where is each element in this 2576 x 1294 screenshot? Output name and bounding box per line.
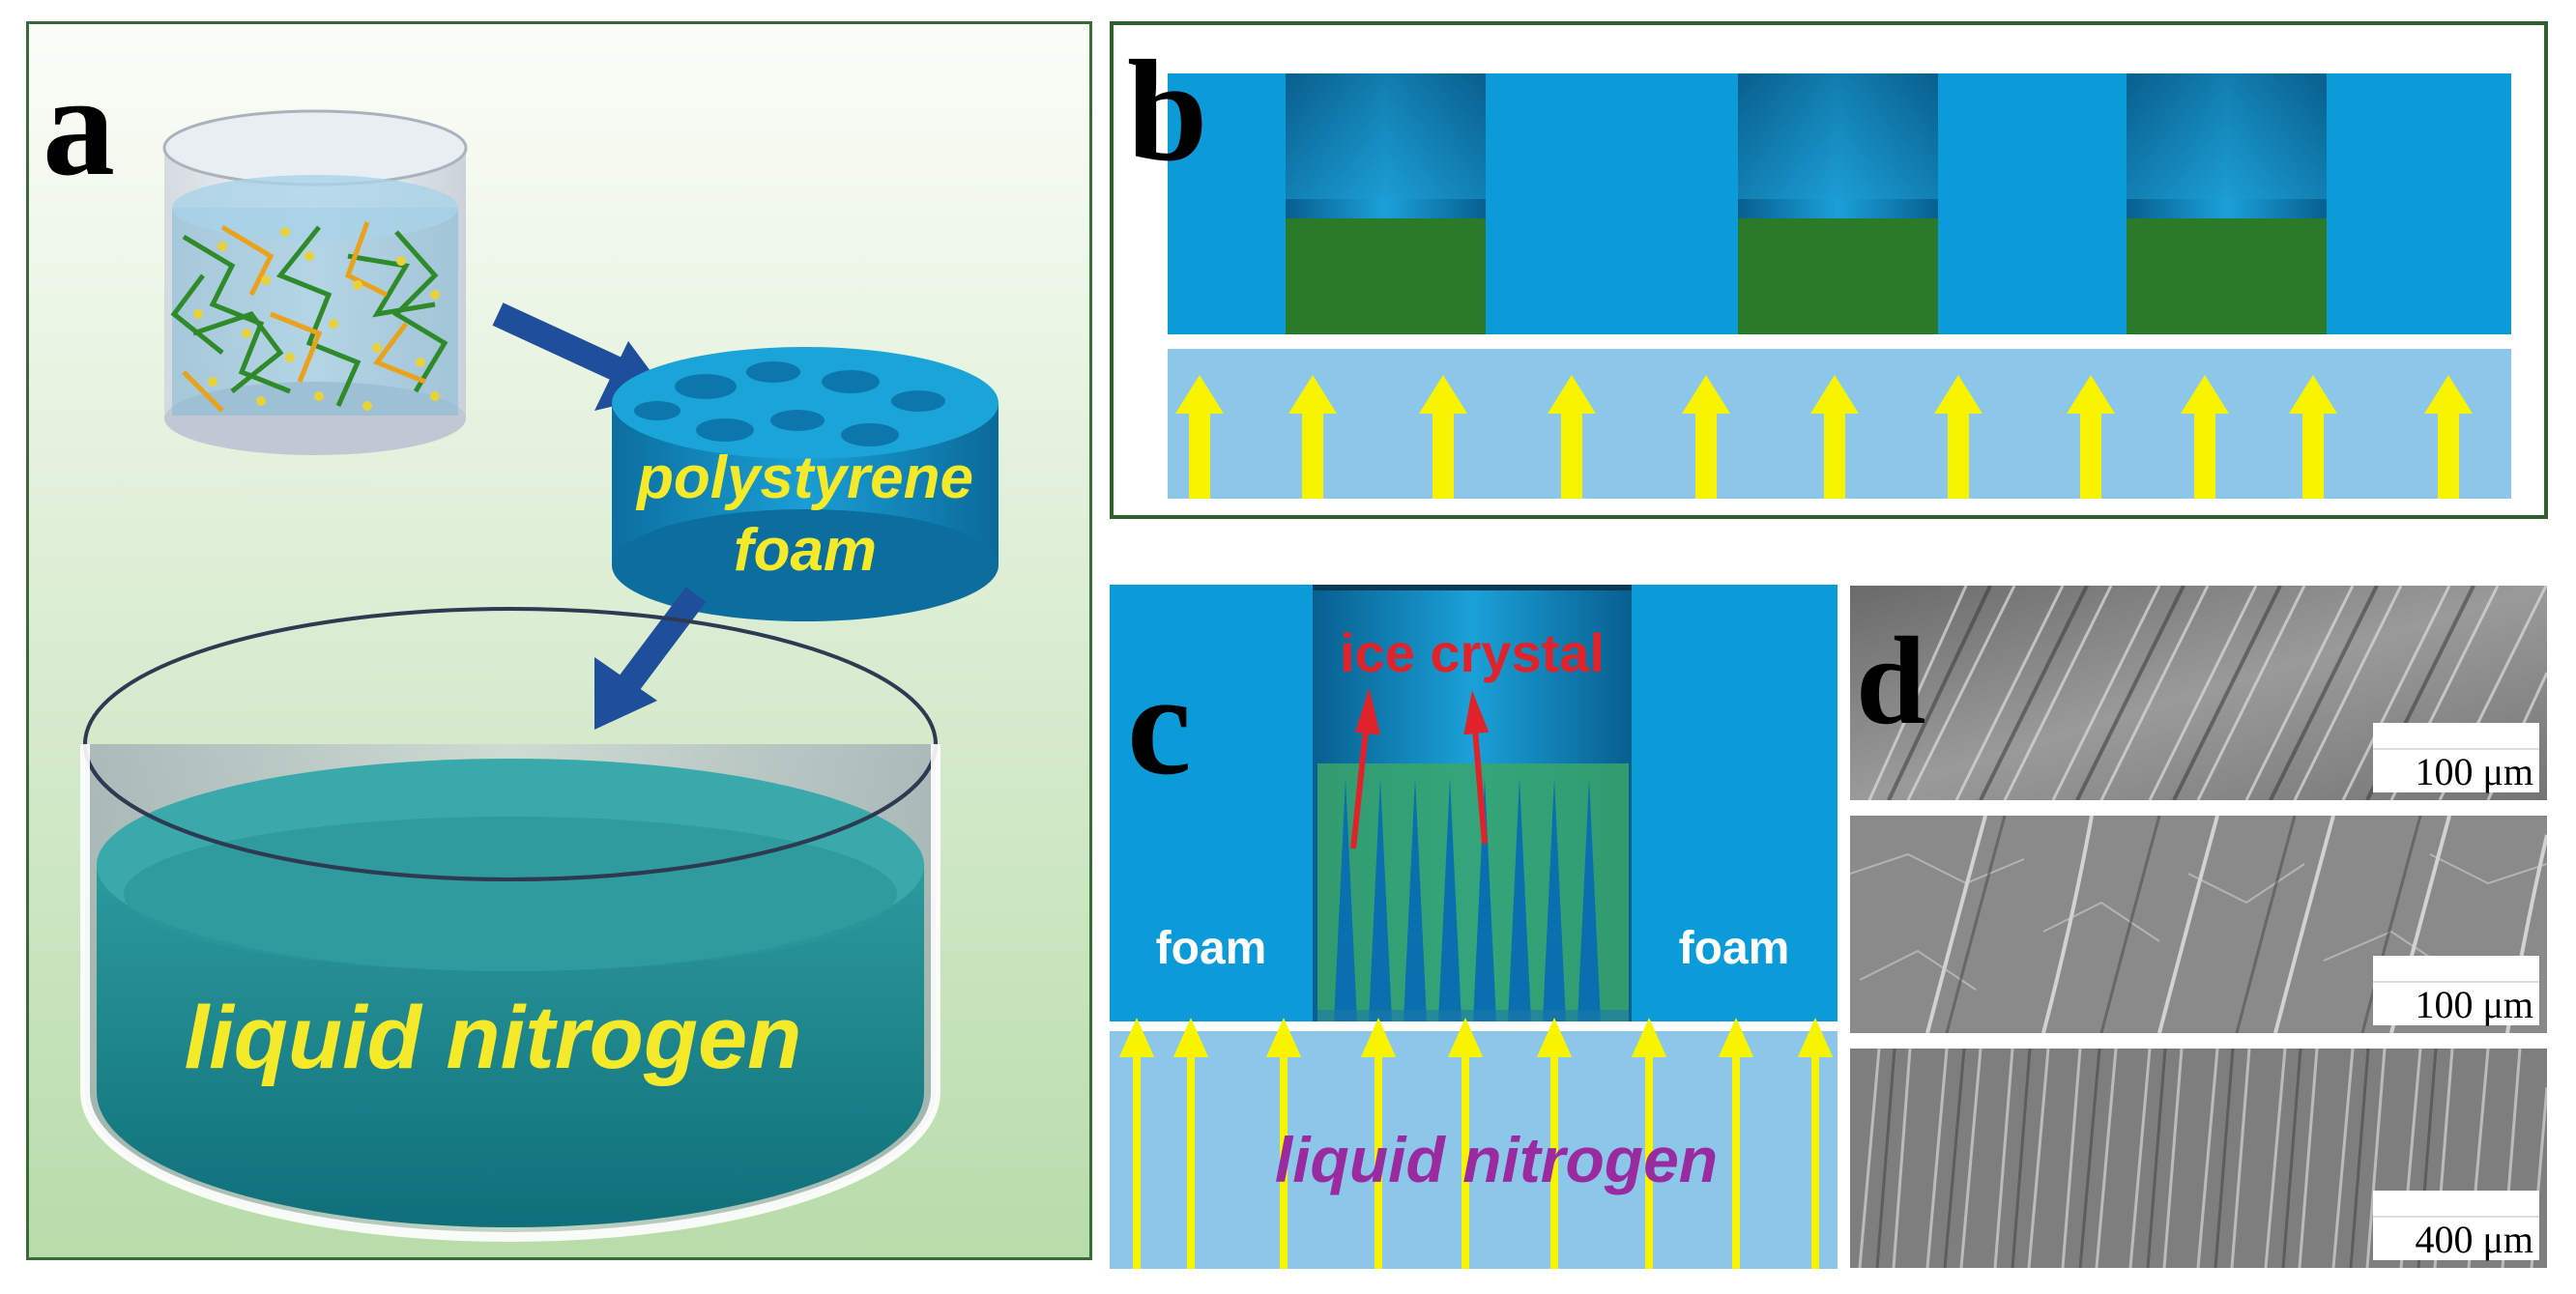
panel-b: b <box>1110 21 2548 519</box>
foam-disc-label: polystyrene <box>635 445 973 511</box>
sem-image-2: 100 μm <box>1850 816 2547 1033</box>
foam-block-left <box>1110 585 1313 1021</box>
panel-c: ice crystal foam foam liquid nitrogen c <box>1110 585 1838 1269</box>
up-arrow-icon <box>1797 1018 1834 1269</box>
red-pointer-arrows <box>1350 687 1490 849</box>
panel-a-illustration: polystyrene foam liquid nitrogen <box>29 24 1089 1257</box>
scale-bar-3: 400 μm <box>2373 1191 2539 1260</box>
scale-bar-3-label: 400 μm <box>2415 1218 2533 1261</box>
frozen-sample <box>1317 763 1629 1021</box>
up-arrow-icon <box>2424 375 2473 499</box>
up-arrow-icon <box>1536 1018 1573 1269</box>
up-arrow-icon <box>1288 375 1337 499</box>
up-arrow-icon <box>1548 375 1596 499</box>
up-arrow-icon <box>1118 1018 1155 1269</box>
foam-left-label: foam <box>1156 923 1267 974</box>
ice-crystal-label: ice crystal <box>1340 622 1605 683</box>
panel-a: polystyrene foam liquid nitrogen a <box>26 21 1092 1260</box>
up-arrow-icon <box>1265 1018 1302 1269</box>
foam-right-label: foam <box>1679 923 1790 974</box>
scale-bar-2: 100 μm <box>2373 956 2539 1025</box>
up-arrow-icon <box>1718 1018 1754 1269</box>
up-arrow-icon <box>1447 1018 1484 1269</box>
up-arrow-icon <box>2181 375 2229 499</box>
sem-image-1: 100 μm <box>1850 586 2547 800</box>
arrow-down-left-icon <box>594 587 707 730</box>
well-1 <box>1286 73 1486 334</box>
nitrogen-bath-icon: liquid nitrogen <box>80 607 941 1242</box>
up-arrow-icon <box>1934 375 1983 499</box>
up-arrow-icon <box>1682 375 1730 499</box>
up-arrow-icon <box>1419 375 1467 499</box>
panel-c-letter: c <box>1127 645 1192 805</box>
yellow-arrows-b <box>1175 375 2473 499</box>
up-arrow-icon <box>1175 375 1224 499</box>
scale-bar-2-label: 100 μm <box>2415 983 2533 1026</box>
scale-bar-1: 100 μm <box>2373 723 2539 792</box>
well-2 <box>1738 73 1938 334</box>
panel-b-illustration <box>1168 73 2511 499</box>
bath-label-c: liquid nitrogen <box>1275 1124 1718 1195</box>
ice-crystals <box>1334 778 1601 1021</box>
up-arrow-icon <box>1810 375 1859 499</box>
well-3 <box>2127 73 2327 334</box>
panel-a-letter: a <box>43 45 115 206</box>
foam-disc-icon: polystyrene foam <box>612 347 999 621</box>
up-arrow-icon <box>2289 375 2337 499</box>
yellow-arrows-c <box>1118 1018 1834 1269</box>
up-arrow-icon <box>1172 1018 1209 1269</box>
scale-bar-1-label: 100 μm <box>2415 750 2533 793</box>
panel-d: 100 μm 100 μm <box>1850 586 2547 1268</box>
up-arrow-icon <box>1631 1018 1667 1269</box>
panel-b-letter: b <box>1127 31 1208 191</box>
foam-disc-label-2: foam <box>734 517 877 584</box>
up-arrow-icon <box>1360 1018 1397 1269</box>
up-arrow-icon <box>2067 375 2115 499</box>
beaker-icon <box>162 109 468 455</box>
panel-d-letter: d <box>1856 612 1926 751</box>
panel-c-illustration: ice crystal foam foam liquid nitrogen <box>1110 585 1838 1269</box>
foam-block-right <box>1632 585 1838 1021</box>
bath-label: liquid nitrogen <box>185 989 802 1087</box>
nitrogen-bath-c <box>1110 1031 1838 1269</box>
sem-image-3: 400 μm <box>1850 1049 2547 1268</box>
